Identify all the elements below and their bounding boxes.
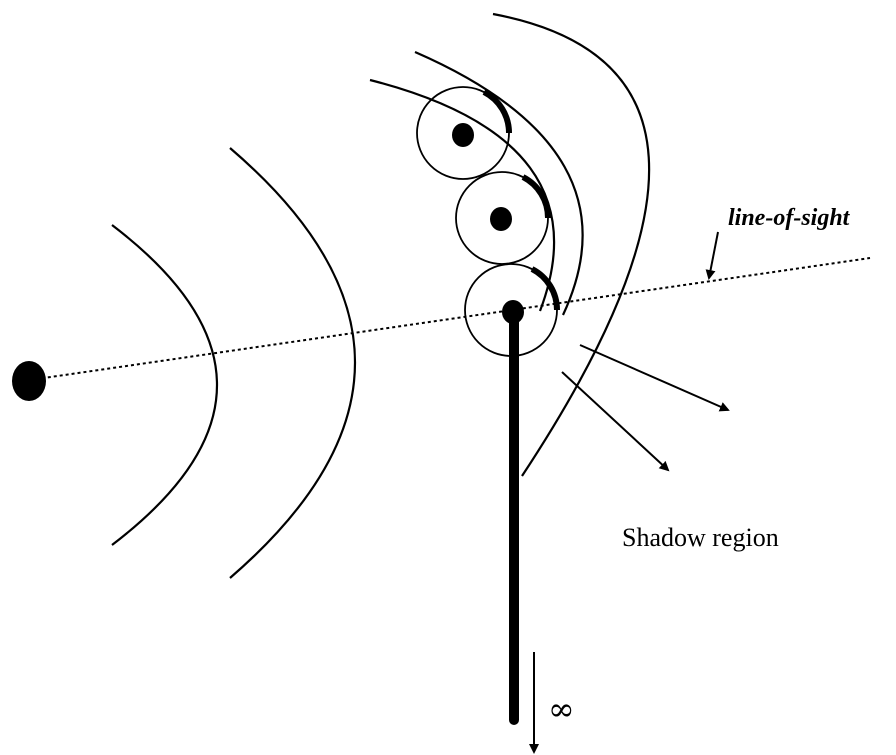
wavefront-1	[112, 225, 217, 545]
wavefront-4	[415, 52, 583, 315]
wavefront-2	[230, 148, 355, 578]
transmitter-source	[12, 361, 46, 401]
diffraction-arrow-2	[562, 372, 668, 470]
infinity-symbol: ∞	[548, 690, 575, 728]
line-of-sight-pointer	[709, 232, 718, 278]
line-of-sight-label: line-of-sight	[728, 205, 851, 231]
secondary-source-2	[456, 172, 548, 264]
line-of-sight-line	[30, 258, 870, 380]
shadow-region-label: Shadow region	[622, 523, 779, 552]
diffraction-arrow-1	[580, 345, 728, 410]
